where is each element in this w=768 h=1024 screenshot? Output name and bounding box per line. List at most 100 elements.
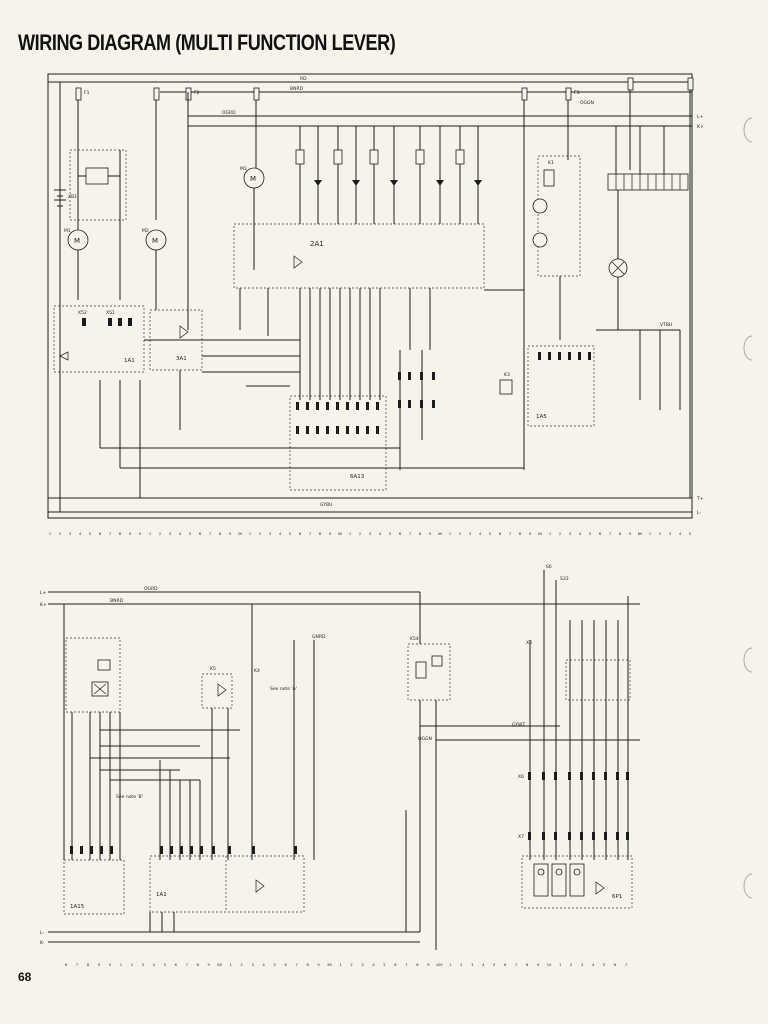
ruler-tick-label: 60 bbox=[638, 532, 643, 536]
ruler-tick-label: 1 bbox=[120, 963, 122, 967]
ruler-tick-label: 4 bbox=[262, 963, 265, 967]
ruler-tick-label: 2 bbox=[459, 532, 461, 536]
svg-text:M: M bbox=[250, 175, 256, 183]
wire-label: GYWT bbox=[512, 722, 525, 728]
rail-label: K+ bbox=[697, 124, 704, 130]
fuse-f3: F3 bbox=[565, 87, 580, 101]
module-1a1-bottom: 1A1 bbox=[149, 855, 305, 913]
motor-m1: M M1 bbox=[64, 228, 89, 251]
page-number: 68 bbox=[18, 970, 32, 984]
ruler-tick-label: 1 bbox=[559, 963, 561, 967]
ruler-tick-label: 9 bbox=[329, 532, 332, 536]
svg-text:6A13: 6A13 bbox=[350, 474, 365, 480]
ruler-tick-label: 1 bbox=[449, 532, 451, 536]
wire-label: BNRD bbox=[110, 598, 124, 604]
top-frame bbox=[47, 73, 693, 519]
fuse-f1: F1 bbox=[75, 87, 90, 101]
ruler-tick-label: 3 bbox=[581, 963, 583, 967]
page-title: WIRING DIAGRAM (MULTI FUNCTION LEVER) bbox=[18, 30, 396, 55]
svg-text:K5: K5 bbox=[210, 666, 216, 672]
ruler-tick-label: 5 bbox=[289, 532, 291, 536]
ruler-tick-label: 6 bbox=[284, 963, 287, 967]
ruler-tick-label: 6 bbox=[499, 532, 502, 536]
wire-label: GNRD bbox=[312, 634, 326, 640]
connector-group-mid bbox=[398, 350, 435, 470]
ruler-tick-label: 6 bbox=[175, 963, 178, 967]
ruler-tick-label: 5 bbox=[603, 963, 605, 967]
ruler-tick-label: 4 bbox=[153, 963, 156, 967]
ruler-tick-label: 3 bbox=[252, 963, 254, 967]
top-diagram: L+ K+ T+ L- RD BNRD OGRD GYBU VTBU OGGN … bbox=[47, 73, 704, 536]
ruler-tick-label: 2 bbox=[59, 532, 61, 536]
ruler-tick-label: 8 bbox=[87, 963, 90, 967]
ruler-tick-label: 4 bbox=[579, 532, 582, 536]
relay-k4: K4 bbox=[251, 604, 260, 860]
ruler-tick-label: 6 bbox=[399, 532, 402, 536]
ruler-tick-label: 6 bbox=[65, 963, 68, 967]
module-6a13: 6A13 bbox=[289, 395, 387, 491]
ruler-tick-label: 4 bbox=[79, 532, 82, 536]
svg-text:1A15: 1A15 bbox=[70, 904, 85, 910]
svg-text:6P1: 6P1 bbox=[612, 894, 622, 900]
ruler-tick-label: 4 bbox=[479, 532, 482, 536]
ruler-tick-label: 10 bbox=[547, 963, 552, 967]
ruler-tick-label: 7 bbox=[109, 532, 111, 536]
module-1a5: 1A5 bbox=[527, 345, 595, 427]
relay-k54: K54 bbox=[407, 636, 451, 701]
svg-text:1A1: 1A1 bbox=[124, 358, 135, 364]
ruler-tick-label: 100 bbox=[436, 963, 444, 967]
ruler-tick-label: 5 bbox=[383, 963, 385, 967]
ruler-tick-label: 4 bbox=[372, 963, 375, 967]
ruler-tick-label: 2 bbox=[460, 963, 462, 967]
ruler-tick-label: 9 bbox=[537, 963, 540, 967]
ruler-tick-label: 8 bbox=[419, 532, 422, 536]
ruler-tick-label: 0 bbox=[109, 963, 112, 967]
bottom-diagram: L+ K+ L- K- OGRD BNRD GNRD OGGN GYWT K5 bbox=[40, 564, 640, 967]
ruler-tick-label: 9 bbox=[427, 963, 430, 967]
ruler-tick-label: 3 bbox=[142, 963, 144, 967]
ruler-tick-label: 3 bbox=[69, 532, 71, 536]
ruler-tick-label: 6 bbox=[614, 963, 617, 967]
wire-label: OGRD bbox=[222, 110, 236, 116]
ruler-tick-label: 40 bbox=[438, 532, 443, 536]
ruler-tick-label: 20 bbox=[238, 532, 243, 536]
ruler-tick-label: 5 bbox=[589, 532, 591, 536]
ruler-tick-label: 7 bbox=[509, 532, 511, 536]
binder-holes bbox=[743, 117, 753, 899]
ruler-tick-label: 7 bbox=[309, 532, 311, 536]
svg-text:X6: X6 bbox=[518, 774, 524, 780]
ruler-tick-label: 7 bbox=[609, 532, 611, 536]
ruler-tick-label: 9 bbox=[129, 532, 132, 536]
ruler-tick-label: 80 bbox=[217, 963, 222, 967]
terminal-strip bbox=[607, 126, 689, 191]
svg-text:M2: M2 bbox=[142, 228, 149, 234]
ruler-tick-label: 6 bbox=[299, 532, 302, 536]
svg-text:1A1: 1A1 bbox=[156, 892, 167, 898]
ruler-tick-label: 30 bbox=[338, 532, 343, 536]
ruler-tick-label: 4 bbox=[279, 532, 282, 536]
ruler-tick-label: 6 bbox=[599, 532, 602, 536]
svg-text:M3: M3 bbox=[240, 166, 247, 172]
wire-label: VTBU bbox=[660, 322, 672, 328]
ruler-tick-label: 4 bbox=[679, 532, 682, 536]
ruler-tick-label: 90 bbox=[327, 963, 332, 967]
ruler-tick-label: 7 bbox=[209, 532, 211, 536]
connector-x6: X6 bbox=[518, 772, 629, 780]
wire-label: OGRD bbox=[144, 586, 158, 592]
ruler-tick-label: 2 bbox=[259, 532, 261, 536]
module-2a1: 2A1 bbox=[233, 223, 485, 289]
ruler-tick-label: 1 bbox=[549, 532, 551, 536]
connector-x52: X52 bbox=[78, 310, 87, 326]
svg-text:M: M bbox=[74, 237, 80, 245]
ruler-tick-label: 6 bbox=[99, 532, 102, 536]
ruler-tick-label: 1 bbox=[149, 532, 151, 536]
svg-text:M1: M1 bbox=[64, 228, 71, 234]
relay-k5: K5 bbox=[201, 666, 233, 709]
wire-label: BNRD bbox=[290, 86, 304, 92]
ruler-tick-label: 9 bbox=[229, 532, 232, 536]
ruler-tick-label: 2 bbox=[559, 532, 561, 536]
ruler-tick-label: 8 bbox=[197, 963, 200, 967]
ruler-tick-label: 1 bbox=[649, 532, 651, 536]
wire-label: OGGN bbox=[580, 100, 594, 106]
